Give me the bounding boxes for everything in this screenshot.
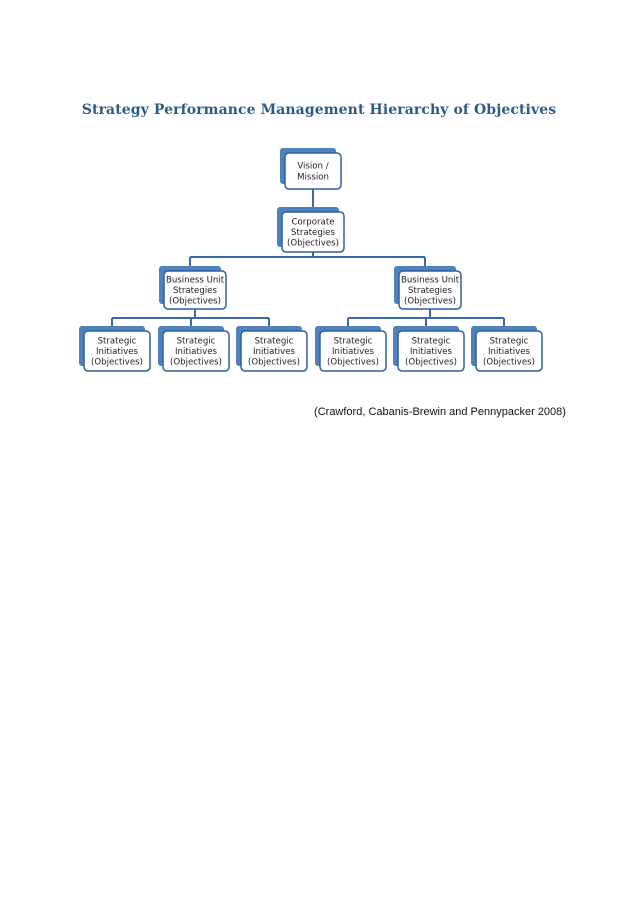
node-strategic-initiative-1-3-label-line: (Objectives) (248, 358, 300, 368)
node-strategic-initiative-2-1-label-line: Strategic (334, 336, 373, 346)
node-strategic-initiative-2-2-label-line: Initiatives (410, 347, 453, 357)
node-business-unit-1-label-line: (Objectives) (169, 297, 221, 307)
node-business-unit-1-box (163, 270, 227, 310)
node-corporate-strategies-label-line: Corporate (292, 217, 335, 227)
node-strategic-initiative-1-1-label-line: Strategic (98, 336, 137, 346)
node-strategic-initiative-1-2-label-line: Strategic (177, 336, 216, 346)
node-corporate-strategies-box (281, 211, 345, 253)
node-corporate-strategies-label-line: (Objectives) (287, 239, 339, 249)
node-strategic-initiative-1-3-label-line: Strategic (255, 336, 294, 346)
node-strategic-initiative-2-1-label-line: (Objectives) (327, 358, 379, 368)
node-business-unit-2-label-line: Strategies (408, 286, 452, 296)
node-business-unit-1-label-line: Business Unit (166, 275, 225, 285)
node-business-unit-2-label-line: Business Unit (401, 275, 460, 285)
node-strategic-initiative-2-3-label-line: Initiatives (488, 347, 531, 357)
diagram-nodes: Vision /MissionCorporateStrategies(Objec… (79, 148, 543, 372)
node-strategic-initiative-2-3-label-line: Strategic (490, 336, 529, 346)
node-vision-mission-box (284, 152, 342, 190)
node-business-unit-2-label-line: (Objectives) (404, 297, 456, 307)
page-title: Strategy Performance Management Hierarch… (81, 102, 557, 118)
node-vision-mission-label-line: Vision / (297, 162, 328, 172)
node-strategic-initiative-2-2-label-line: Strategic (412, 336, 451, 346)
node-strategic-initiative-2-2-box (397, 330, 465, 372)
node-corporate-strategies-label-line: Strategies (291, 228, 335, 238)
node-strategic-initiative-2-1-box (319, 330, 387, 372)
node-strategic-initiative-1-1-label-line: (Objectives) (91, 358, 143, 368)
node-strategic-initiative-1-1-label-line: Initiatives (96, 347, 139, 357)
node-strategic-initiative-1-2-box (162, 330, 230, 372)
node-strategic-initiative-1-2-label-line: (Objectives) (170, 358, 222, 368)
node-strategic-initiative-2-2-label-line: (Objectives) (405, 358, 457, 368)
node-strategic-initiative-2-3-label-line: (Objectives) (483, 358, 535, 368)
node-vision-mission: Vision /Mission (280, 148, 342, 190)
connector-lines (111, 189, 505, 326)
node-strategic-initiative-1-3-box (240, 330, 308, 372)
node-business-unit-2-box (398, 270, 462, 310)
node-strategic-initiative-1-3-label-line: Initiatives (253, 347, 296, 357)
node-vision-mission-label-line: Mission (297, 172, 329, 182)
node-business-unit-1-label-line: Strategies (173, 286, 217, 296)
node-strategic-initiative-1-1-box (83, 330, 151, 372)
node-strategic-initiative-2-3-box (475, 330, 543, 372)
node-strategic-initiative-2-1-label-line: Initiatives (332, 347, 375, 357)
citation: (Crawford, Cabanis-Brewin and Pennypacke… (314, 406, 566, 418)
node-strategic-initiative-1-2-label-line: Initiatives (175, 347, 218, 357)
